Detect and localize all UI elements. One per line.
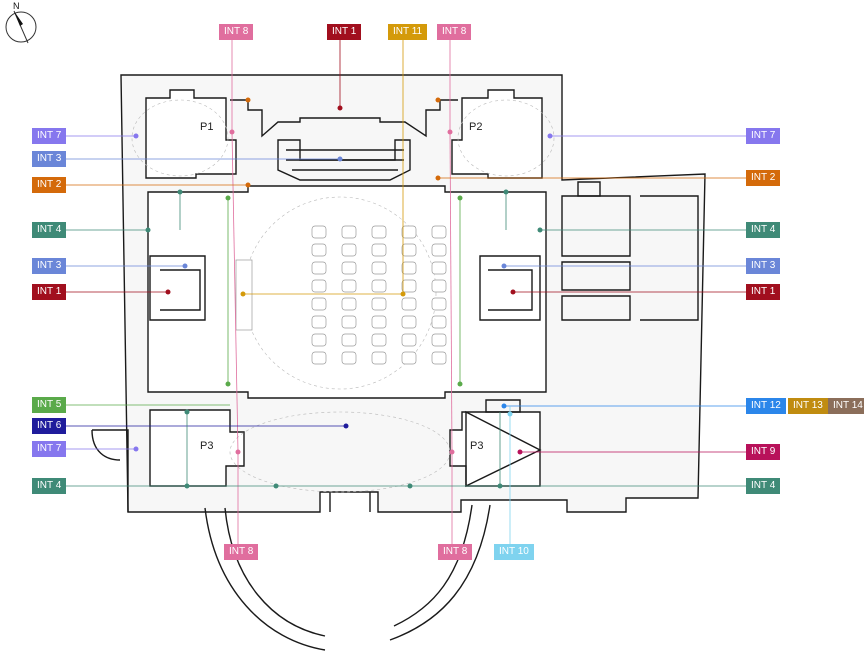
- tag-top-int8-a[interactable]: INT 8: [219, 24, 254, 40]
- tag-right-int7[interactable]: INT 7: [746, 128, 781, 144]
- marker-dots: [133, 97, 553, 489]
- tag-right-int2[interactable]: INT 2: [746, 170, 781, 186]
- tag-left-int7-b[interactable]: INT 7: [32, 441, 67, 457]
- room-label-p2: P2: [469, 121, 483, 133]
- tag-left-int7-a[interactable]: INT 7: [32, 128, 67, 144]
- tag-right-int4-b[interactable]: INT 4: [746, 478, 781, 494]
- tag-right-int1[interactable]: INT 1: [746, 284, 781, 300]
- tag-bottom-int10[interactable]: INT 10: [494, 544, 534, 560]
- building-walls: [91, 74, 706, 651]
- tag-right-int3[interactable]: INT 3: [746, 258, 781, 274]
- tag-bottom-int8-b[interactable]: INT 8: [438, 544, 473, 560]
- north-arrow-icon: N: [5, 1, 37, 44]
- room-label-p3-left: P3: [200, 440, 214, 452]
- tag-top-int1[interactable]: INT 1: [327, 24, 362, 40]
- tag-right-int4-a[interactable]: INT 4: [746, 222, 781, 238]
- tag-left-int2[interactable]: INT 2: [32, 177, 67, 193]
- room-label-p1: P1: [200, 121, 214, 133]
- compass-label: N: [13, 1, 20, 11]
- tag-left-int3-b[interactable]: INT 3: [32, 258, 67, 274]
- tag-left-int6[interactable]: INT 6: [32, 418, 67, 434]
- tag-top-int8-b[interactable]: INT 8: [437, 24, 472, 40]
- tag-left-int1[interactable]: INT 1: [32, 284, 67, 300]
- leader-lines: [62, 40, 746, 544]
- room-label-p3-right: P3: [470, 440, 484, 452]
- tag-right-int13[interactable]: INT 13: [788, 398, 828, 414]
- tag-bottom-int8-a[interactable]: INT 8: [224, 544, 259, 560]
- tag-right-int14[interactable]: INT 14: [828, 398, 864, 414]
- tag-right-int12[interactable]: INT 12: [746, 398, 786, 414]
- tag-top-int11[interactable]: INT 11: [388, 24, 428, 40]
- tag-left-int4-a[interactable]: INT 4: [32, 222, 67, 238]
- tag-left-int4-b[interactable]: INT 4: [32, 478, 67, 494]
- seating: [235, 225, 447, 365]
- tag-right-int9[interactable]: INT 9: [746, 444, 781, 460]
- tag-left-int5[interactable]: INT 5: [32, 397, 67, 413]
- tag-left-int3-a[interactable]: INT 3: [32, 151, 67, 167]
